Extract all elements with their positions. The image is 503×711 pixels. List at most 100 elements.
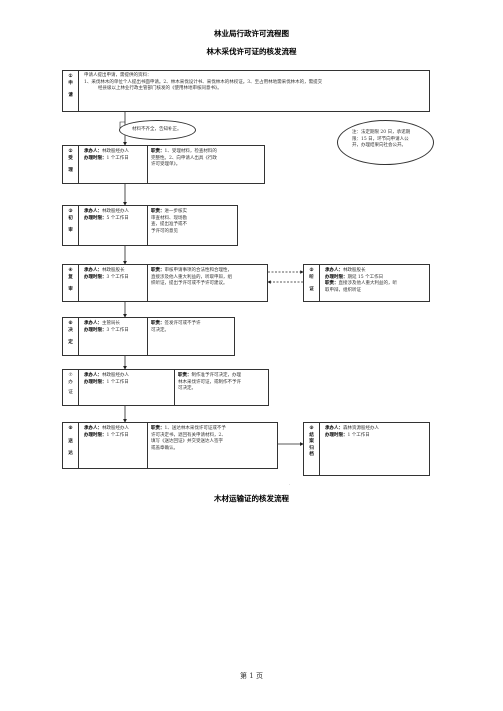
step-decision-box: ⑥ 决 定 承办人：主管局长 办理时限：3 个工作日 职责：签发许可或不予许 可… — [62, 317, 235, 356]
step-number: ⑨ — [309, 426, 314, 431]
step-apply-box: ① 申 请 申请人提出申请，需提供的资料： 1、采伐林木的单位个人提出书面申请。… — [62, 70, 430, 112]
duty-text: 可决定。 — [151, 327, 169, 333]
step-initial-review-label: ③ 初 审 — [63, 206, 79, 245]
step-archive-label: ⑨ 结 案 归 档 — [304, 423, 320, 475]
step-accept-label: ② 受 理 — [63, 146, 79, 183]
step-name-char: 审 — [68, 287, 73, 292]
duty-text: 许可决定书，退回有关申请材料，2、 — [151, 432, 226, 438]
step-hearing-content: 承办人：林政股股长 办理时限：期延 15 个工作日 职责：直接涉及他人重大利益的… — [322, 265, 429, 301]
step-re-review-label: ④ 复 审 — [63, 265, 79, 301]
handler-label: 承办人： — [84, 321, 102, 326]
step-name-char: 证 — [309, 287, 314, 292]
step-name-char: 案 — [309, 439, 314, 444]
handler-label: 承办人： — [84, 373, 102, 378]
step-name-char: 达 — [68, 451, 73, 456]
step-initial-review-duty: 职责：进一步核实 审查材料、现场勘 查，提出准予或不 予许可的意见 — [147, 206, 237, 245]
apply-materials-line-2: 经县级以上林业行政主管部门核发的《使用林地审核同意书》。 — [98, 86, 222, 92]
time-limit-label: 办理时限： — [84, 327, 107, 333]
duty-text: 1、受理材料，检查材料的 — [164, 149, 217, 154]
handler-value: 林政股经办人 — [102, 426, 129, 431]
duty-text: 可决定。 — [178, 386, 196, 392]
time-limit-label: 办理时限： — [84, 215, 107, 221]
step-initial-review-handler: 承办人：林政股经办人 办理时限：5 个工作日 — [81, 206, 147, 245]
time-limit-value: 期延 15 个工作日 — [347, 274, 384, 280]
step-re-review-duty: 职责：审核申请事项的合法性和合理性， 直接涉及他人重大利益的，听取申辩，组 织听… — [147, 265, 267, 301]
step-decision-duty: 职责：签发许可或不予许 可决定。 — [147, 318, 234, 355]
duty-label: 职责： — [151, 268, 165, 273]
step-issue-duty: 职责：制作准予许可决定，办理 林木采伐许可证，或制作不予许 可决定。 — [174, 370, 268, 405]
step-apply-label: ① 申 请 — [63, 71, 79, 111]
duty-label: 职责： — [325, 281, 339, 287]
step-name-char: 初 — [68, 215, 73, 221]
handler-value: 林政股股长 — [102, 268, 125, 273]
time-limit-value: 1 个工作日 — [347, 432, 370, 438]
duty-text: 1、送达林木采伐许可证或不予 — [164, 426, 226, 431]
duty-label: 职责： — [151, 426, 165, 431]
step-name-char: 办 — [68, 379, 73, 385]
time-limit-value: 3 个工作日 — [106, 274, 129, 280]
time-limit-label: 办理时限： — [84, 432, 107, 438]
duty-text: 林木采伐许可证，或制作不予许 — [178, 379, 241, 385]
duty-text: 签发许可或不予许 — [164, 321, 201, 326]
step-accept-duty: 职责：1、受理材料，检查材料的 完整性。2、向申请人出具《行政 许可受理单》。 — [147, 146, 264, 183]
apply-materials-line-1: 1、采伐林木的单位个人提出书面申请。2、林木采伐设计书、采伐林木的林权证。3、至… — [84, 79, 323, 85]
handler-label: 承办人： — [325, 426, 343, 431]
duty-text: 填写《送达回证》并交受送达人签字 — [151, 439, 223, 445]
duty-label: 职责： — [151, 321, 165, 326]
step-name-char: 理 — [68, 168, 73, 173]
step-number: ④ — [68, 268, 73, 273]
step-name-char: 受 — [68, 155, 73, 161]
step-decision-label: ⑥ 决 定 — [63, 318, 79, 355]
step-name-char: 定 — [68, 340, 73, 345]
step-issue-label: ⑦ 办 证 — [63, 370, 79, 405]
duty-label: 职责： — [178, 373, 192, 378]
handler-value: 森林资源股经办人 — [343, 426, 379, 431]
duty-text: 或盖章确认。 — [151, 445, 178, 451]
duty-text: 进一步核实 — [164, 209, 188, 214]
deadline-note-line: 开，办理结果向社会公开。 — [352, 143, 406, 149]
step-name-char: 证 — [68, 390, 73, 395]
step-deliver-handler: 承办人：林政股经办人 办理时限：1 个工作日 — [81, 423, 147, 468]
step-re-review-handler: 承办人：林政股股长 办理时限：3 个工作日 — [81, 265, 147, 301]
step-accept-handler: 承办人：林政股经办人 办理时限：1 个工作日 — [81, 146, 147, 183]
step-name-char: 归 — [309, 445, 314, 451]
step-number: ① — [68, 74, 73, 79]
step-number: ⑦ — [68, 373, 73, 378]
time-limit-value: 1 个工作日 — [106, 379, 129, 385]
duty-text: 查，提出准予或不 — [151, 222, 187, 228]
step-name-char: 复 — [68, 274, 73, 280]
step-name-char: 审 — [68, 228, 73, 233]
step-number: ⑧ — [68, 426, 73, 431]
step-decision-handler: 承办人：主管局长 办理时限：3 个工作日 — [81, 318, 147, 355]
handler-label: 承办人： — [84, 149, 102, 154]
time-limit-value: 5 个工作日 — [106, 215, 129, 221]
main-title: 林业局行政许可流程图 — [214, 29, 289, 38]
step-deliver-duty: 职责：1、送达林木采伐许可证或不予 许可决定书，退回有关申请材料，2、 填写《送… — [147, 423, 277, 468]
duty-text: 制作准予许可决定，办理 — [191, 373, 242, 378]
step-name-char: 送 — [68, 438, 73, 444]
step-name-char: 结 — [309, 432, 314, 438]
duty-text: 予许可的意见 — [151, 228, 178, 234]
handler-label: 承办人： — [84, 426, 102, 431]
stray-mark: . — [289, 481, 291, 486]
step-accept-box: ② 受 理 承办人：林政股经办人 办理时限：1 个工作日 职责：1、受理材料，检… — [62, 145, 265, 184]
time-limit-value: 3 个工作日 — [106, 327, 129, 333]
duty-label: 职责： — [151, 149, 165, 154]
duty-label: 职责： — [151, 209, 165, 214]
step-archive-content: 承办人：森林资源股经办人 办理时限：1 个工作日 — [322, 423, 429, 475]
incomplete-notice-oval: 材料不齐全，告知补正。 — [119, 120, 196, 140]
step-re-review-box: ④ 复 审 承办人：林政股股长 办理时限：3 个工作日 职责：审核申请事项的合法… — [62, 264, 268, 302]
step-number: ⑥ — [68, 321, 73, 326]
step-initial-review-box: ③ 初 审 承办人：林政股经办人 办理时限：5 个工作日 职责：进一步核实 审查… — [62, 205, 238, 246]
handler-value: 林政股经办人 — [102, 373, 129, 378]
step-deliver-label: ⑧ 送 达 — [63, 423, 79, 468]
step-number: ③ — [68, 209, 73, 214]
deadline-note-oval: 注：法定期限 20 日，承诺期 限：15 日，环节向申请人公 开，办理结果向社会… — [337, 120, 434, 165]
duty-text: 审核申请事项的合法性和合理性， — [164, 268, 233, 273]
handler-value: 林政股股长 — [343, 268, 366, 273]
step-deliver-box: ⑧ 送 达 承办人：林政股经办人 办理时限：1 个工作日 职责：1、送达林木采伐… — [62, 422, 278, 469]
incomplete-notice-text: 材料不齐全，告知补正。 — [132, 127, 182, 132]
deadline-note-line: 限：15 日，环节向申请人公 — [352, 136, 409, 142]
step-number: ⑤ — [309, 268, 314, 273]
handler-value: 林政股经办人 — [102, 149, 129, 154]
